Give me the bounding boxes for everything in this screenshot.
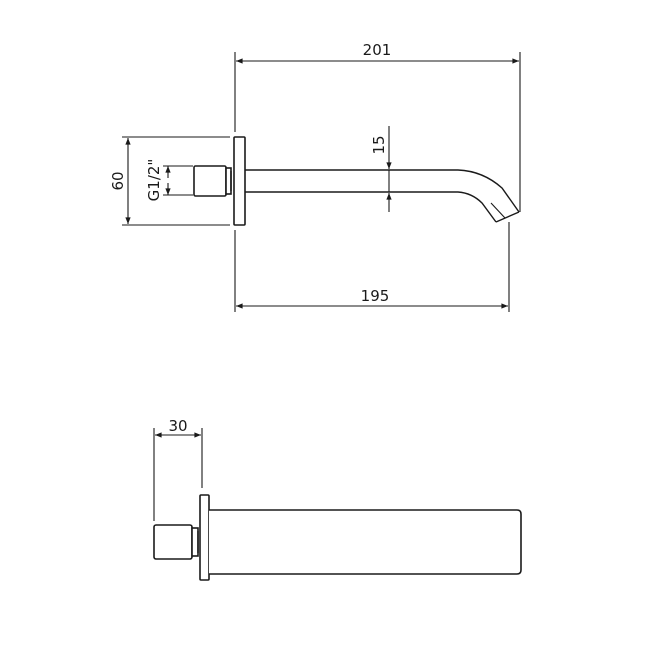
dimension-flange-height: 60: [109, 136, 230, 226]
dimension-projection-length: 195: [234, 222, 510, 312]
spout-body-top: [209, 509, 522, 575]
dimension-spout-diameter: 15: [370, 126, 392, 212]
side-view: 201 195 60 G1/2" 15: [109, 41, 521, 312]
dimension-label-195: 195: [361, 287, 390, 305]
dimension-label-15: 15: [370, 135, 388, 154]
connector-body: [193, 165, 232, 197]
dimension-label-201: 201: [363, 41, 392, 59]
dimension-label-60: 60: [109, 171, 127, 190]
wall-flange: [233, 136, 246, 226]
spout-pipe: [245, 169, 520, 223]
dimension-overall-length: 201: [234, 41, 521, 212]
dimension-label-thread: G1/2": [145, 159, 163, 202]
connector-body-top: [153, 524, 199, 560]
dimension-label-30: 30: [168, 417, 187, 435]
wall-flange-top: [199, 494, 210, 581]
dimension-connector-depth: 30: [153, 417, 203, 521]
top-view: 30: [153, 417, 522, 581]
dimension-thread: G1/2": [145, 159, 193, 202]
